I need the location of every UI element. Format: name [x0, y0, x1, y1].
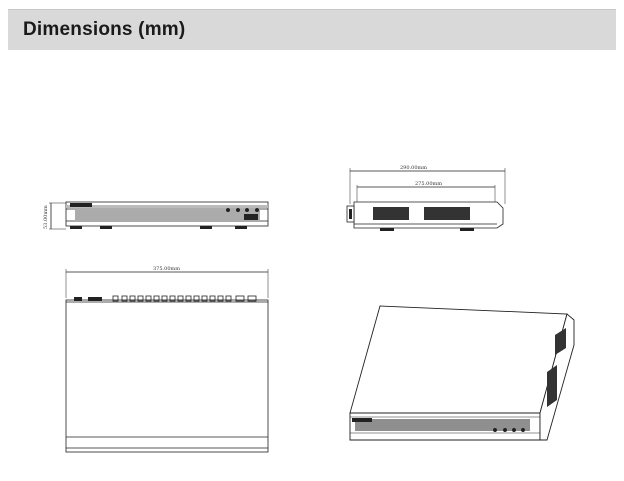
isometric-view: [349, 305, 575, 441]
front-view: [49, 201, 269, 230]
side-inner-width-label: 275.00mm: [415, 181, 442, 187]
side-outer-width-label: 290.00mm: [400, 165, 427, 171]
top-view: [65, 269, 269, 453]
side-view: [346, 168, 506, 231]
top-width-label: 375.00mm: [153, 266, 180, 272]
section-header: Dimensions (mm): [8, 9, 616, 50]
section-title: Dimensions (mm): [23, 19, 186, 40]
front-height-label: 53.00mm: [43, 205, 49, 229]
